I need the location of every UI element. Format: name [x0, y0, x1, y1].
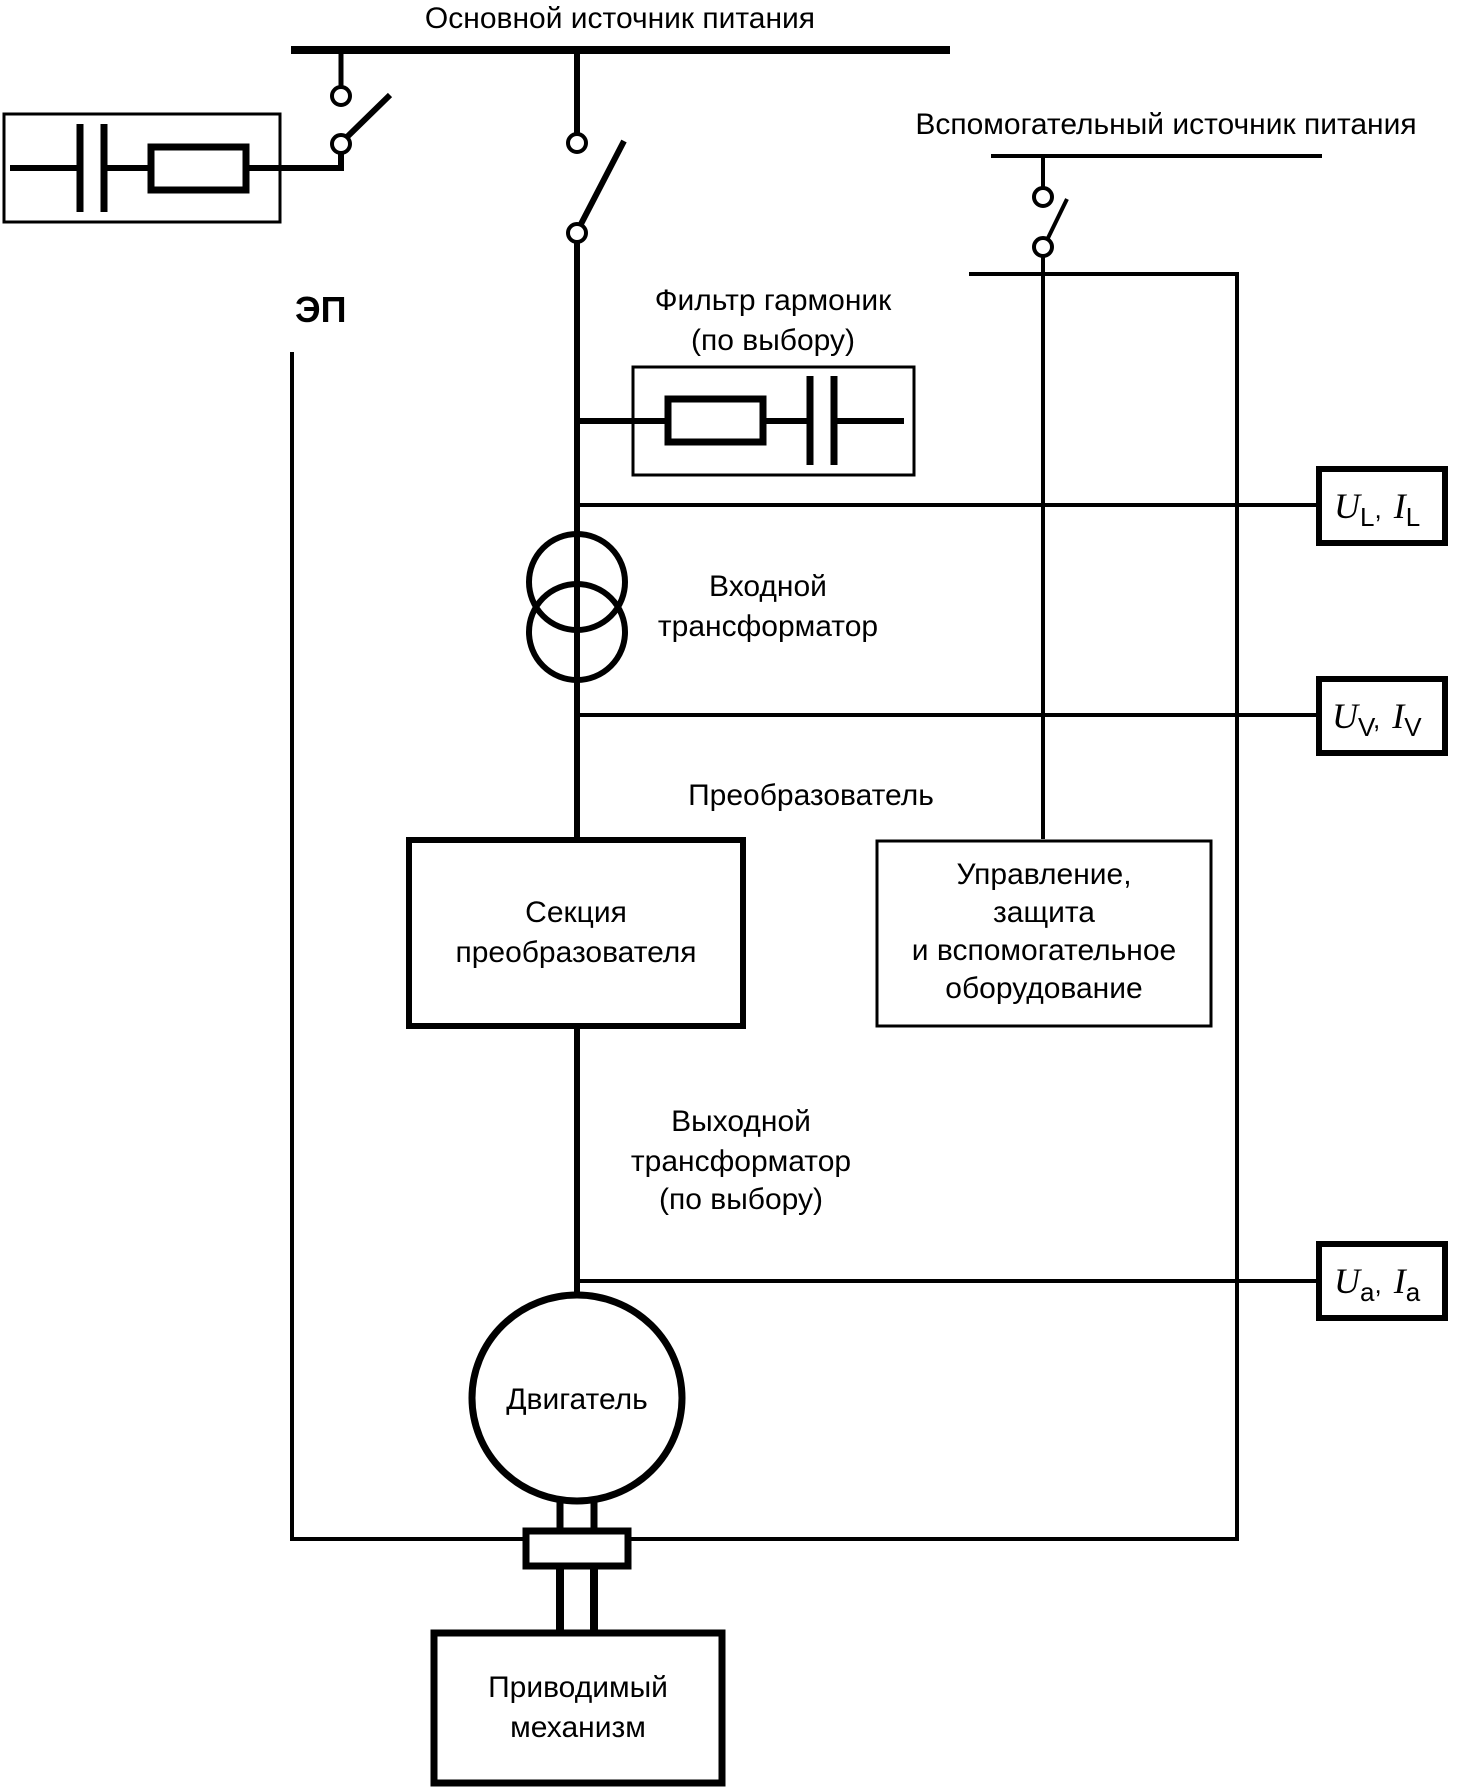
- aux-switch[interactable]: [1032, 156, 1069, 258]
- current-subscript: L: [1406, 502, 1420, 532]
- system-boundary-line: [290, 352, 523, 1541]
- measurement-text: Ua, Ia: [1334, 1261, 1421, 1307]
- converter-section-label-1: Секция: [525, 896, 627, 929]
- motor-label: Двигатель: [506, 1383, 648, 1416]
- current-symbol: I: [1393, 486, 1408, 526]
- control-block-label-3: и вспомогательное: [912, 934, 1176, 967]
- control-protection-block[interactable]: Управление, защита и вспомогательное обо…: [875, 839, 1213, 1028]
- current-symbol: I: [1393, 1261, 1408, 1301]
- control-block-label-1: Управление,: [956, 858, 1131, 891]
- voltage-symbol: U: [1332, 696, 1360, 736]
- input-transformer-icon: [526, 531, 628, 683]
- switch-blade: [344, 92, 393, 140]
- measurement-box: [1316, 676, 1448, 756]
- output-transformer-label-2: трансформатор: [631, 1145, 851, 1178]
- measurement-text: UL,IL: [1334, 486, 1420, 532]
- output-transformer-label-3: (по выбору): [659, 1183, 823, 1216]
- voltage-symbol: U: [1334, 1261, 1362, 1301]
- control-block-box: [875, 839, 1213, 1028]
- control-block-label-4: оборудование: [945, 972, 1142, 1005]
- switch-contact-icon: [566, 222, 588, 244]
- voltage-subscript: V: [1358, 712, 1376, 742]
- voltage-subscript: L: [1360, 502, 1374, 532]
- motor[interactable]: Двигатель: [468, 1291, 686, 1505]
- driven-mechanism-label-2: механизм: [510, 1711, 646, 1744]
- current-subscript: V: [1404, 712, 1422, 742]
- input-transformer-label-2: трансформатор: [658, 610, 878, 643]
- switch-contact-icon: [330, 133, 352, 155]
- current-subscript: a: [1406, 1277, 1421, 1307]
- main-switch[interactable]: [566, 50, 627, 244]
- measurement-motor: Ua, Ia: [1316, 1241, 1448, 1321]
- converter-section-label-2: преобразователя: [455, 936, 696, 969]
- driven-mechanism-label-1: Приводимый: [488, 1671, 668, 1704]
- compensation-switch[interactable]: [280, 50, 393, 171]
- driven-mechanism-box: [430, 1629, 726, 1787]
- measurement-text: UV,IV: [1332, 696, 1422, 742]
- harmonic-filter: [577, 365, 916, 477]
- separator: ,: [1373, 704, 1380, 734]
- driven-mechanism[interactable]: Приводимый механизм: [430, 1629, 726, 1787]
- converter-label: Преобразователь: [688, 779, 934, 812]
- switch-lead: [280, 153, 344, 171]
- switch-contact-icon: [330, 85, 352, 107]
- switch-contact-icon: [566, 132, 588, 154]
- compensation-filter: [2, 112, 282, 224]
- main-supply-label: Основной источник питания: [425, 2, 815, 35]
- measurement-valve: UV,IV: [1316, 676, 1448, 756]
- shaft-coupling: [522, 1501, 632, 1631]
- measurement-box: [1316, 1241, 1448, 1321]
- aux-supply-label: Вспомогательный источник питания: [915, 108, 1416, 141]
- motor-icon: [468, 1291, 686, 1505]
- voltage-subscript: a: [1360, 1277, 1375, 1307]
- switch-contact-icon: [1032, 236, 1054, 258]
- separator: ,: [1374, 494, 1381, 524]
- resistor-icon: [664, 395, 767, 446]
- switch-contact-icon: [1032, 186, 1054, 208]
- converter-section-box: [406, 837, 746, 1029]
- coupling-icon: [522, 1527, 632, 1570]
- converter-section[interactable]: Секция преобразователя: [406, 837, 746, 1029]
- system-label: ЭП: [295, 289, 347, 330]
- voltage-symbol: U: [1334, 486, 1362, 526]
- output-transformer-label-1: Выходной: [671, 1105, 811, 1138]
- harmonic-filter-subtitle: (по выбору): [691, 324, 855, 357]
- switch-blade: [1046, 198, 1069, 239]
- measurement-line: UL,IL: [1316, 466, 1448, 546]
- switch-blade: [578, 139, 627, 226]
- current-symbol: I: [1391, 696, 1406, 736]
- measurement-box: [1316, 466, 1448, 546]
- separator: ,: [1374, 1269, 1381, 1299]
- measurement-bus: [630, 272, 1239, 1541]
- resistor-icon: [147, 143, 250, 194]
- input-transformer-label-1: Входной: [709, 570, 827, 603]
- harmonic-filter-title: Фильтр гармоник: [655, 284, 892, 317]
- control-block-label-2: защита: [993, 896, 1095, 929]
